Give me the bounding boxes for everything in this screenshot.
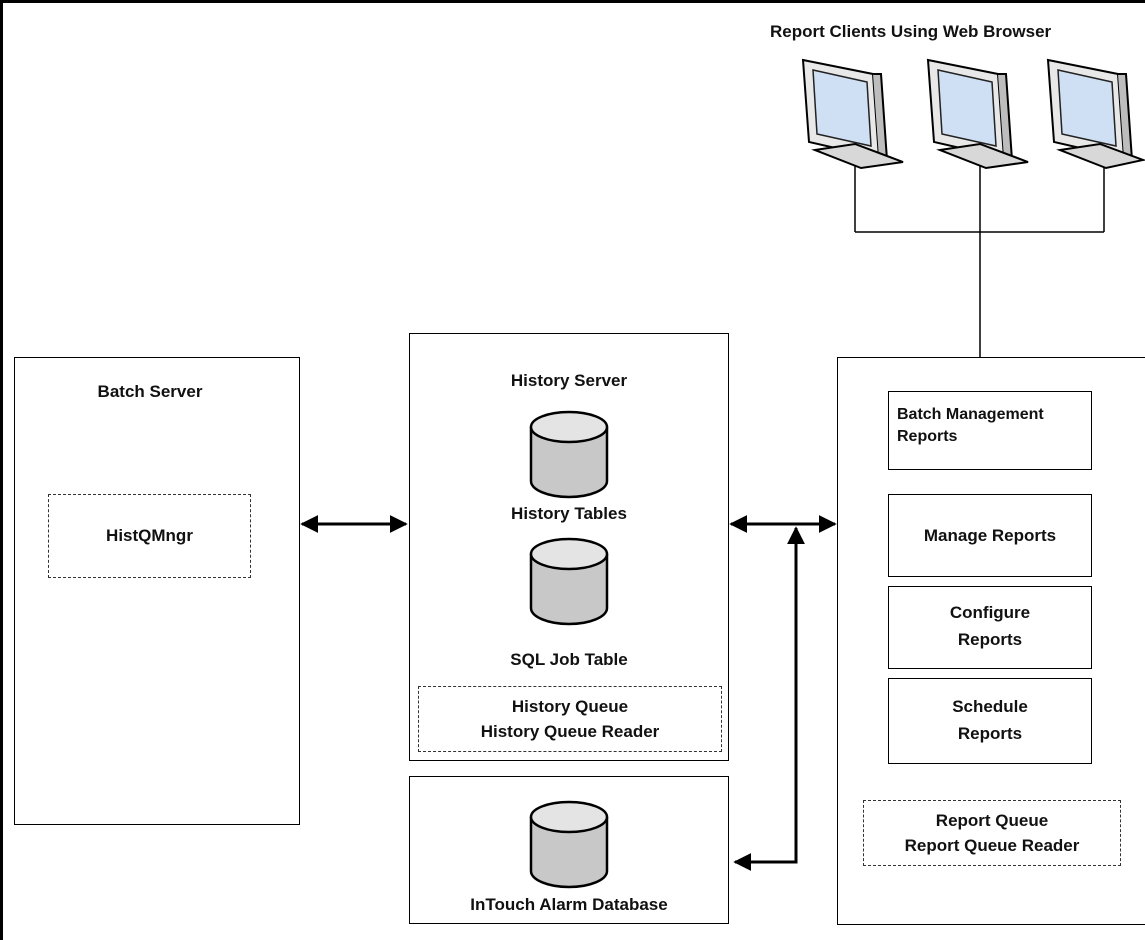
batch-management-reports-label: Reports [897,428,958,445]
report-queue-reader-label: Report Queue Reader [904,836,1080,855]
batch-management-label: Batch Management [897,406,1044,423]
schedule-reports-box: Schedule Reports [888,678,1092,764]
report-queue-label: Report Queue [935,811,1049,830]
batch-server-title: Batch Server [97,382,203,401]
batch-management-reports-box: Batch Management Reports [888,391,1092,470]
history-queue-box: History Queue History Queue Reader [418,686,722,752]
manage-reports-box: Manage Reports [888,494,1092,577]
sql-job-table-label: SQL Job Table [510,650,628,669]
histqmngr-box: HistQMngr [48,494,251,578]
monitor-icon [1046,58,1145,170]
monitor-icon [801,58,904,170]
configure-reports-label: Reports [957,630,1023,649]
batch-server-box: Batch Server HistQMngr [14,357,300,825]
schedule-label: Schedule [952,697,1028,716]
intouch-box: InTouch Alarm Database [409,776,729,924]
database-icon [529,410,609,499]
report-queue-box: Report Queue Report Queue Reader [863,800,1121,866]
history-queue-reader-label: History Queue Reader [480,722,660,741]
manage-reports-label: Manage Reports [923,526,1057,545]
configure-label: Configure [949,603,1031,622]
clients-title: Report Clients Using Web Browser [770,22,1052,41]
database-icon [529,537,609,626]
history-server-box: History Server History Tables SQL Job Ta… [409,333,729,761]
history-server-title: History Server [510,371,628,390]
configure-reports-box: Configure Reports [888,586,1092,669]
histqmngr-label: HistQMngr [106,526,193,545]
report-server-box: Batch Management Reports Manage Reports … [837,357,1145,925]
intouch-label: InTouch Alarm Database [470,895,668,914]
monitor-icon [926,58,1029,170]
history-queue-label: History Queue [511,697,629,716]
database-icon [529,800,609,889]
schedule-reports-label: Reports [957,724,1023,743]
history-tables-label: History Tables [511,504,627,523]
